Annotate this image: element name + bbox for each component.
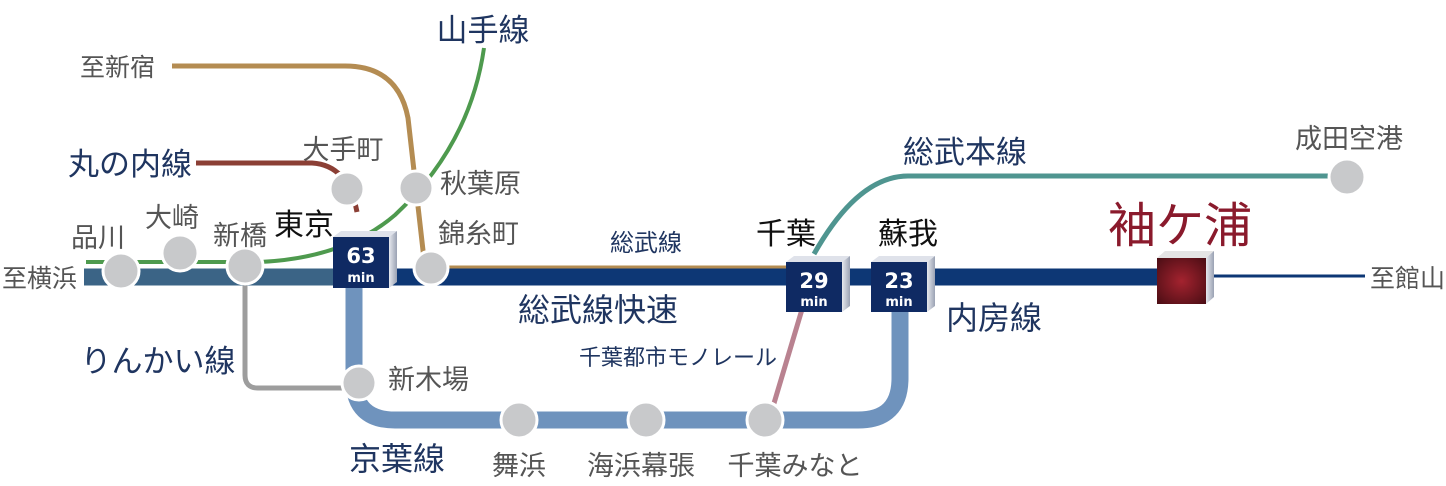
station-label-otemachi: 大手町 <box>303 135 384 166</box>
station-label-chiba-minato: 千葉みなと <box>728 451 863 482</box>
station-shinagawa[interactable] <box>101 251 141 291</box>
rinkai-line <box>242 266 354 391</box>
time-soga-value: 23 <box>884 269 913 293</box>
station-label-shimbashi: 新橋 <box>213 221 267 252</box>
station-label-maihama: 舞浜 <box>492 451 546 482</box>
sobu-local-line-shinjuku <box>172 63 428 269</box>
destination-marker[interactable] <box>1157 251 1214 304</box>
station-label-shinagawa: 品川 <box>71 223 125 254</box>
chiba-monorail-line <box>766 295 809 421</box>
station-label-tokyo: 東京 <box>274 208 334 243</box>
line-label-chiba-monorail: 千葉都市モノレール <box>579 346 777 371</box>
station-kinshicho[interactable] <box>412 249 450 287</box>
edge-label-yokohama: 至横浜 <box>2 264 77 293</box>
station-label-kinshicho: 錦糸町 <box>438 219 519 250</box>
station-label-kaihin-makuhari: 海浜幕張 <box>587 451 695 482</box>
time-soga-unit: min <box>885 295 912 310</box>
line-label-yamanote: 山手線 <box>437 13 530 49</box>
station-kaihin-makuhari[interactable] <box>626 400 666 440</box>
sobu-main-line <box>811 173 1340 256</box>
station-akihabara[interactable] <box>397 169 435 207</box>
time-box-soga[interactable]: 23 min <box>871 256 935 312</box>
station-label-narita-airport: 成田空港 <box>1295 124 1403 155</box>
time-chiba-value: 29 <box>799 269 828 293</box>
station-narita-airport[interactable] <box>1327 157 1367 197</box>
time-box-chiba[interactable]: 29 min <box>786 256 850 312</box>
station-label-osaki: 大崎 <box>145 203 199 234</box>
destination-label: 袖ケ浦 <box>1108 198 1252 254</box>
station-otemachi[interactable] <box>328 170 366 208</box>
time-tokyo-unit: min <box>347 271 374 286</box>
station-chiba-minato[interactable] <box>745 400 785 440</box>
line-label-uchibo: 内房線 <box>946 299 1042 337</box>
station-maihama[interactable] <box>499 400 539 440</box>
time-tokyo-value: 63 <box>346 244 375 268</box>
edge-label-shinjuku: 至新宿 <box>80 53 155 82</box>
line-label-sobu-main: 総武本線 <box>903 135 1027 171</box>
station-label-soga: 蘇我 <box>878 217 938 252</box>
station-label-akihabara: 秋葉原 <box>440 169 521 200</box>
line-label-marunouchi: 丸の内線 <box>68 147 192 183</box>
edge-label-tateyama: 至館山 <box>1370 264 1445 293</box>
line-label-sobu-rapid: 総武線快速 <box>518 291 678 329</box>
line-label-keiyo: 京葉線 <box>349 440 445 478</box>
time-chiba-unit: min <box>800 295 827 310</box>
time-box-tokyo[interactable]: 63 min <box>333 231 397 288</box>
line-label-rinkai: りんかい線 <box>81 344 236 380</box>
station-label-chiba: 千葉 <box>756 217 816 252</box>
yamanote-line <box>86 47 486 264</box>
station-osaki[interactable] <box>160 233 200 273</box>
station-shinkiba[interactable] <box>340 364 378 402</box>
line-label-sobu-local: 総武線 <box>610 229 682 257</box>
station-shimbashi[interactable] <box>225 246 265 286</box>
station-label-shinkiba: 新木場 <box>388 365 469 396</box>
